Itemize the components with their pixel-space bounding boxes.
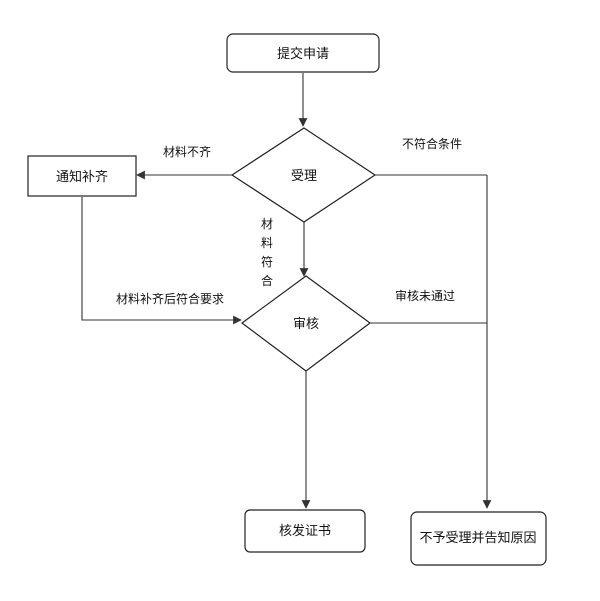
node-issue: 核发证书 (244, 509, 366, 553)
edge-label-review-failed: 审核未通过 (395, 288, 455, 303)
node-issue-label: 核发证书 (279, 523, 331, 539)
edge-label-eligible-2: 料 (261, 236, 273, 250)
edge-label-incomplete: 材料不齐 (163, 144, 211, 159)
edge-label-eligible-4: 合 (261, 273, 273, 288)
node-reject-label: 不予受理并告知原因 (419, 530, 536, 546)
node-reject: 不予受理并告知原因 (410, 511, 547, 566)
node-accept-label: 受理 (291, 169, 317, 184)
node-accept: 受理 (230, 127, 377, 223)
edge-label-not-eligible: 不符合条件 (402, 136, 462, 151)
edge-label-resubmitted: 材料补齐后符合要求 (116, 291, 224, 306)
edge-label-eligible-3: 符 (261, 254, 273, 269)
node-notify-label: 通知补齐 (56, 169, 108, 185)
edge-notify-to-review (81, 197, 242, 325)
node-review-label: 审核 (293, 317, 319, 332)
node-submit: 提交申请 (226, 33, 380, 73)
node-submit-label: 提交申请 (277, 46, 329, 62)
node-notify: 通知补齐 (27, 155, 137, 197)
edge-label-eligible-1: 材 (261, 217, 273, 231)
node-review: 审核 (240, 275, 372, 372)
